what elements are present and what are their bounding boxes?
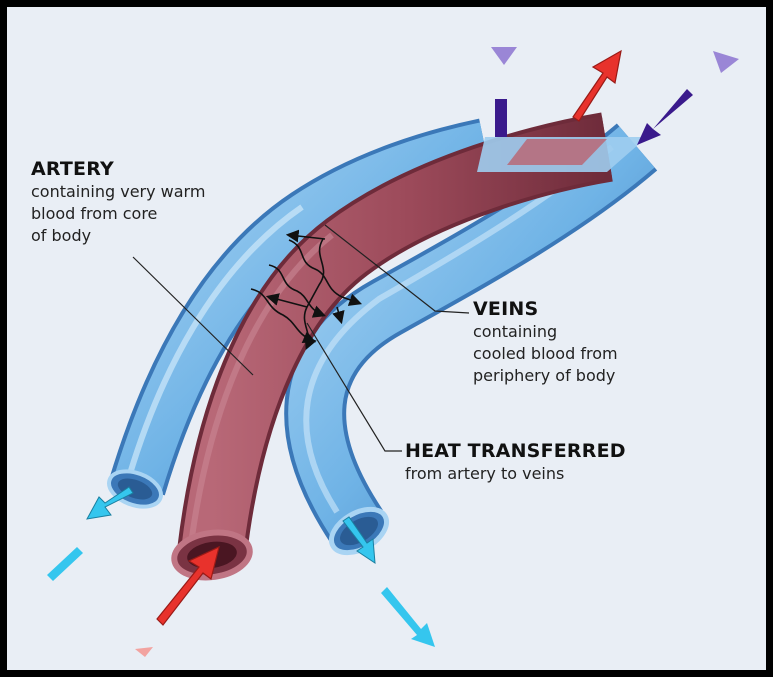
veins-label: VEINS containing cooled blood from perip… <box>473 297 618 387</box>
heat-title: HEAT TRANSFERRED <box>405 439 626 463</box>
veins-title: VEINS <box>473 297 618 321</box>
artery-desc-line: blood from core <box>31 203 205 225</box>
veins-desc-line: cooled blood from <box>473 343 618 365</box>
artery-label: ARTERY containing very warm blood from c… <box>31 157 205 247</box>
countercurrent-vessels-illustration <box>7 7 766 670</box>
veins-desc-line: containing <box>473 321 618 343</box>
heat-desc-line: from artery to veins <box>405 463 626 485</box>
artery-desc-line: of body <box>31 225 205 247</box>
diagram-panel: ARTERY containing very warm blood from c… <box>7 7 766 670</box>
veins-desc-line: periphery of body <box>473 365 618 387</box>
artery-title: ARTERY <box>31 157 205 181</box>
artery-desc-line: containing very warm <box>31 181 205 203</box>
warm-outflow-arrow <box>573 51 621 121</box>
heat-transferred-label: HEAT TRANSFERRED from artery to veins <box>405 439 626 485</box>
cold-outflow-arrow-right <box>343 517 435 647</box>
